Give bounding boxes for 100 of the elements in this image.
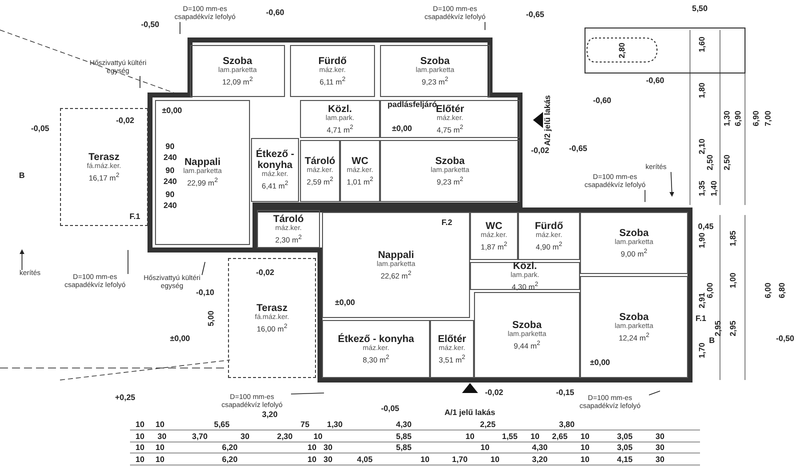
plan-annotation: 1,00 [728, 272, 738, 288]
plan-annotation: 10 [136, 420, 144, 428]
plan-annotation: ±0,00 [162, 106, 182, 114]
plan-annotation: 30 [656, 442, 664, 452]
plan-annotation: ±0,00 [392, 124, 412, 132]
plan-annotation: 2,65 [552, 432, 568, 440]
plan-annotation: 6,90 [751, 110, 760, 126]
plan-annotation: 5,85 [396, 442, 412, 452]
plan-annotation: 30 [240, 432, 250, 440]
plan-annotation: 2,95 [713, 320, 722, 336]
room-name: Terasz [256, 302, 288, 314]
plan-annotation: -0,15 [556, 388, 574, 396]
plan-annotation: A/1 jelű lakás [444, 408, 496, 416]
plan-annotation: 6,20 [222, 442, 238, 452]
plan-annotation: 30 [324, 454, 332, 464]
plan-annotation: 10 [156, 420, 164, 428]
plan-annotation: 1,30 [722, 110, 732, 126]
room-name: Tároló [273, 214, 304, 225]
room-outline [340, 140, 380, 202]
room-name: Közl. [328, 104, 352, 115]
room-outline [155, 100, 250, 245]
plan-annotation: 1,80 [697, 82, 706, 98]
plan-annotation: 7,00 [763, 110, 772, 126]
room-outline [300, 140, 340, 202]
plan-annotation: 5,00 [206, 310, 216, 326]
room-outline [257, 210, 320, 248]
room-outline [580, 276, 688, 378]
plan-annotation: 2,91 [697, 292, 706, 308]
plan-annotation: 3,05 [617, 442, 633, 452]
room-name: Előtér [438, 334, 466, 345]
room-name: Fürdő [318, 56, 347, 67]
leader-line [290, 392, 324, 394]
plan-annotation: -0,05 [381, 404, 400, 412]
plan-annotation: F.1 [696, 314, 706, 322]
leader-line [484, 22, 486, 30]
plan-annotation: 2,50 [705, 154, 714, 170]
plan-annotation: 90 [166, 190, 174, 198]
plan-annotation: 30 [656, 432, 664, 440]
plan-annotation: 10 [314, 432, 322, 440]
plan-annotation: -0,50 [141, 20, 160, 28]
plan-annotation: 30 [324, 442, 332, 452]
plan-annotation: 3,05 [617, 432, 633, 440]
plan-annotation: -0,60 [646, 76, 664, 84]
plan-annotation: 5,50 [692, 4, 708, 12]
plan-annotation: 2,80 [617, 42, 626, 58]
plan-annotation: -0,10 [196, 288, 214, 296]
room-name: Szoba [435, 156, 465, 167]
room-outline [430, 320, 474, 378]
plan-annotation: 240 [164, 176, 177, 186]
plan-annotation: -0,60 [593, 96, 612, 104]
plan-annotation: 10 [580, 454, 590, 464]
leader-line [644, 190, 646, 202]
plan-annotation: 10 [308, 442, 316, 452]
plan-annotation: 10 [156, 442, 164, 452]
plan-annotation: 1,70 [452, 454, 468, 464]
plan-annotation: 6,90 [733, 110, 742, 126]
plan-annotation: 2,30 [277, 432, 293, 440]
room-name: WC [486, 220, 502, 232]
plan-annotation: -0,65 [526, 10, 544, 18]
plan-annotation: 3,20 [262, 410, 278, 418]
plan-annotation: 10 [580, 442, 590, 452]
terrace-area [228, 258, 316, 378]
plan-annotation: 10 [530, 432, 540, 440]
plan-annotation: 240 [164, 200, 177, 210]
plan-annotation: 4,30 [396, 420, 412, 428]
plan-annotation: 10 [480, 442, 490, 452]
plan-annotation: 1,35 [697, 180, 706, 196]
plan-annotation: 2,10 [697, 138, 706, 154]
room-outline [380, 100, 520, 138]
plan-annotation: 4,15 [617, 454, 633, 464]
plan-annotation: 2,95 [728, 320, 738, 336]
room-name: Nappali [378, 250, 414, 261]
plan-annotation: 1,40 [709, 180, 718, 196]
room-outline [251, 138, 299, 202]
room-outline [470, 212, 518, 260]
plan-annotation: ±0,00 [335, 298, 355, 306]
plan-annotation: B [709, 336, 715, 344]
plan-annotation: 1,55 [502, 432, 518, 440]
room-name: Étkező - konyha [254, 149, 296, 172]
plan-annotation: 2,25 [480, 420, 496, 428]
plan-annotation: -0,02 [485, 388, 504, 396]
room-outline [322, 212, 470, 318]
room-name: Előtér [436, 104, 464, 115]
plan-annotation: 10 [420, 454, 430, 464]
room-outline [518, 212, 580, 260]
plan-annotation: F.2 [442, 218, 452, 226]
leader-line [20, 249, 24, 270]
plan-annotation: 2,50 [722, 154, 732, 170]
plan-annotation: 90 [166, 142, 174, 150]
plan-annotation: ±0,00 [590, 358, 610, 366]
terrace-area [60, 108, 148, 226]
plan-annotation: 10 [490, 454, 500, 464]
plan-annotation: 1,60 [697, 36, 706, 52]
plan-annotation: 5,65 [214, 420, 230, 428]
plan-annotation: 1,70 [697, 342, 706, 358]
plan-annotation: 0,45 [698, 222, 714, 230]
plan-annotation: 75 [300, 420, 310, 428]
plan-annotation: -0,60 [266, 8, 284, 16]
plan-annotation: A/2 jelű lakás [542, 94, 552, 146]
plan-annotation: 4,30 [532, 442, 548, 452]
